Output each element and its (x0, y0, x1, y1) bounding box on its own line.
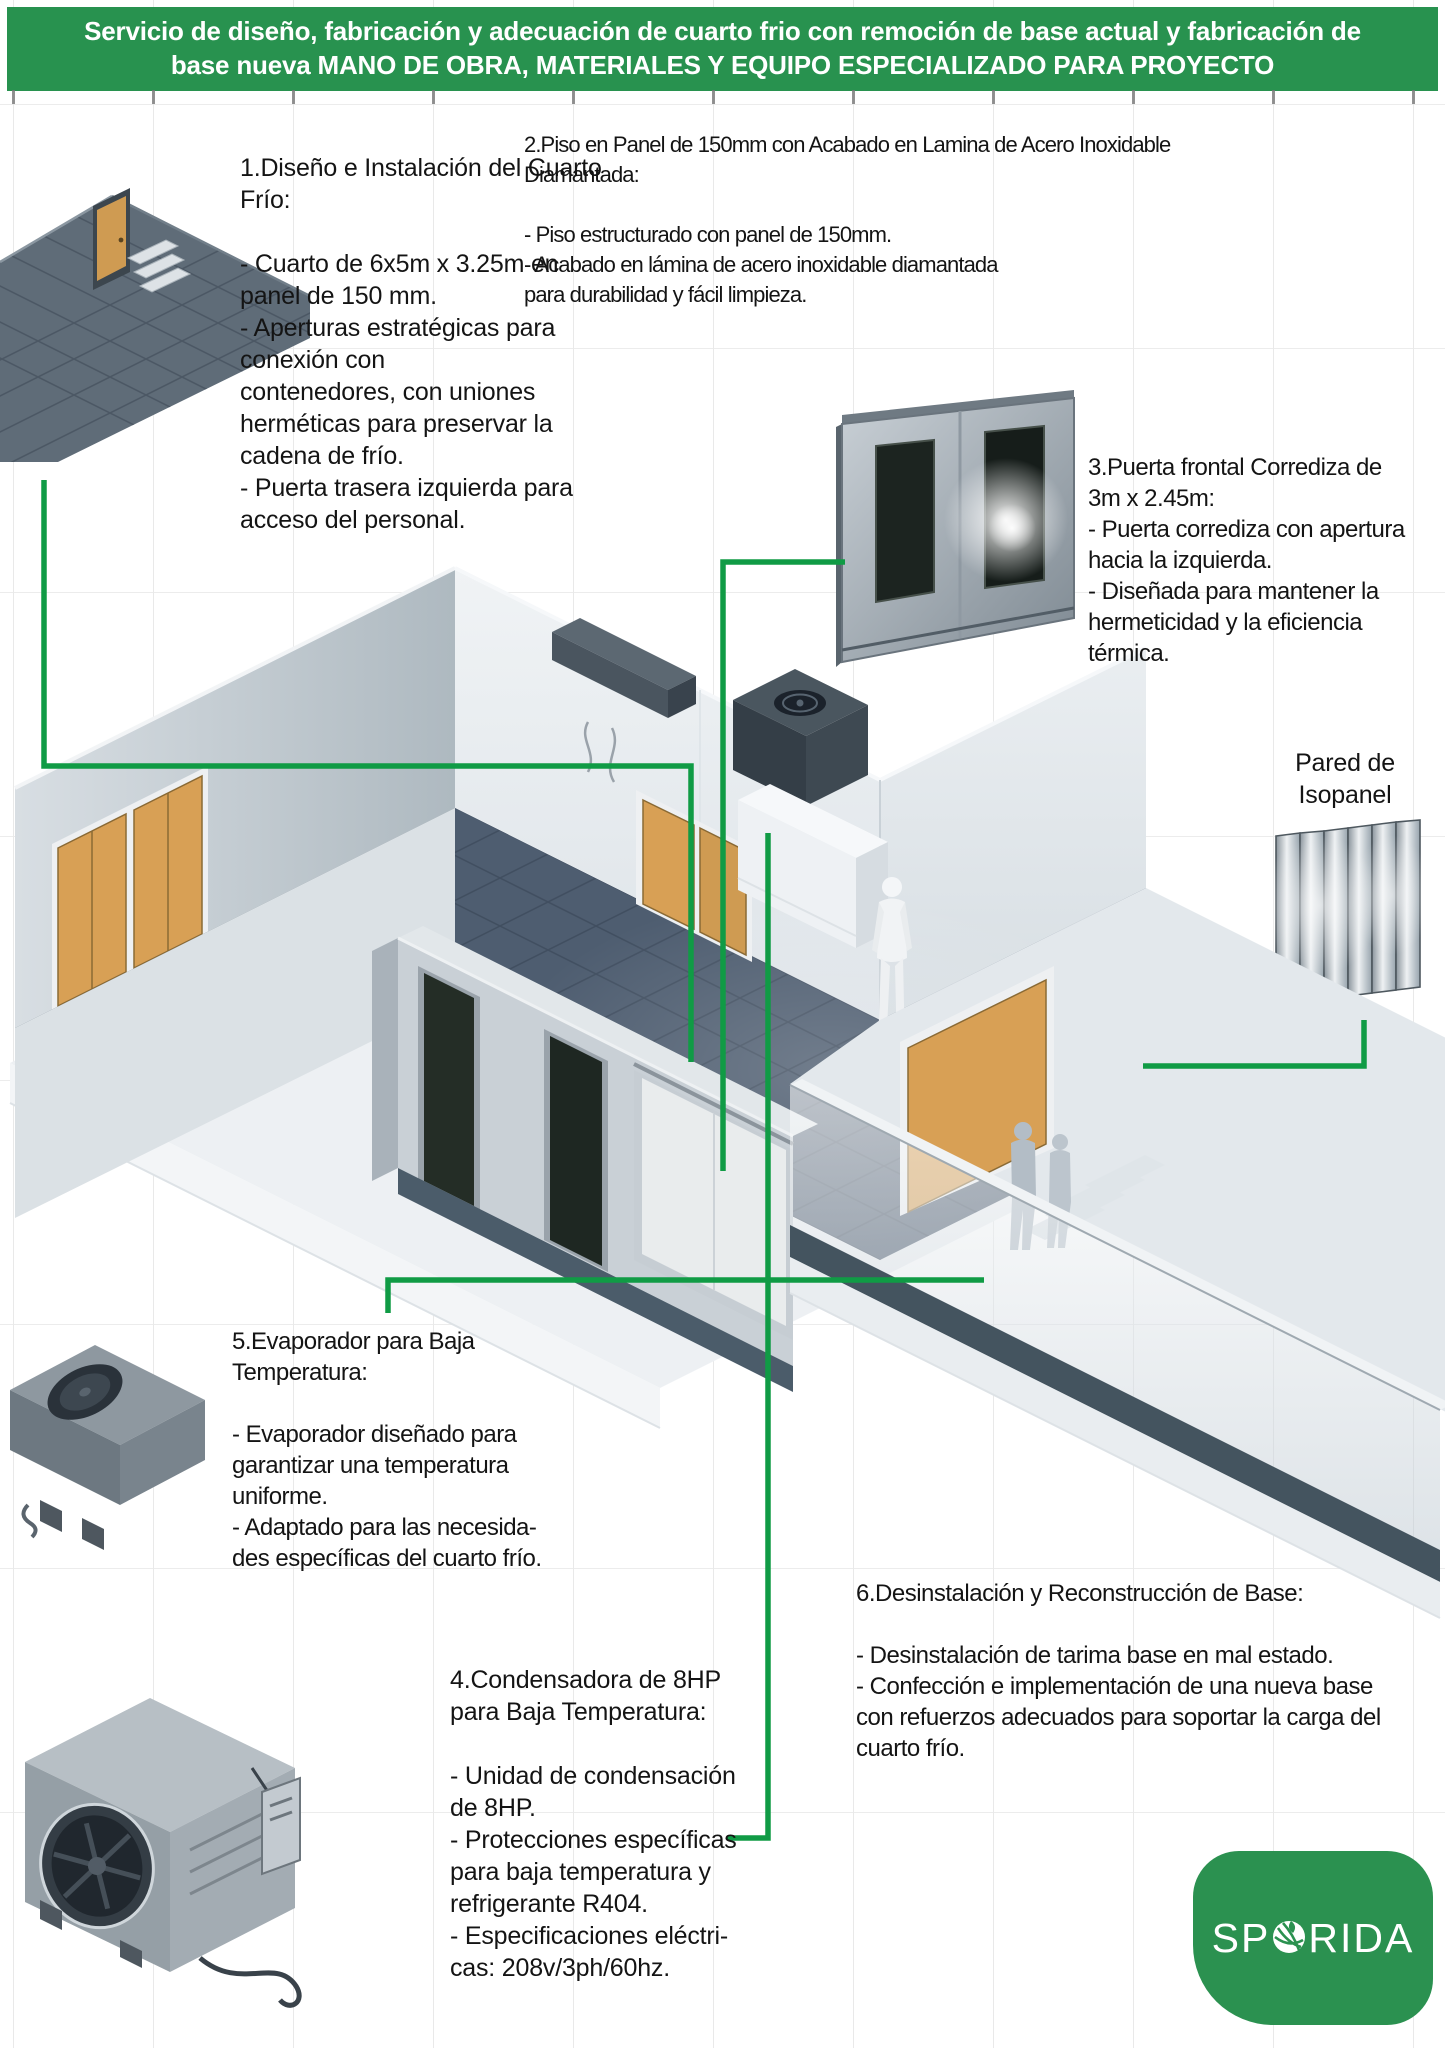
section-5-evaporator-text: 5.Evaporador para Baja Temperatura: - Ev… (232, 1328, 542, 1572)
section-1-design-text: 1.Diseño e Instalación del Cuarto Frío: … (240, 154, 602, 534)
banner-line-1: Servicio de diseño, fabricación y adecua… (84, 16, 1361, 46)
section-6-base-text: 6.Desinstalación y Reconstrucción de Bas… (856, 1580, 1381, 1762)
rear-door-icon (97, 196, 126, 281)
dark-door-panel-right (550, 1036, 602, 1266)
cold-room-render (9, 566, 1445, 1619)
condenser-fan-icon (39, 1802, 155, 1930)
isopanel-illustration (1260, 819, 1432, 1003)
sliding-door-illustration (836, 390, 1075, 667)
evaporator-illustration (10, 1345, 205, 1550)
section-3-door-text: 3.Puerta frontal Corrediza de 3m x 2.45m… (1088, 454, 1405, 667)
grid-ticks (12, 90, 1415, 104)
right-wing (789, 888, 1445, 1619)
power-cable (198, 1956, 302, 2008)
logo-text-left: SP (1211, 1914, 1271, 1961)
isopanel-wall-label: Pared de Isopanel (1295, 749, 1395, 809)
steps-icon (126, 239, 192, 293)
connector-isopanel (1143, 1020, 1367, 1069)
section-4-condenser-text: 4.Condensadora de 8HP para Baja Temperat… (450, 1666, 737, 1982)
sporida-logo: SP RIDA (1193, 1851, 1433, 2025)
evaporator-fan-icon (47, 1364, 123, 1420)
globe-icon (1271, 1918, 1307, 1965)
dark-door-panel-left (424, 973, 474, 1206)
banner-line-2: base nueva MANO DE OBRA, MATERIALES Y EQ… (170, 50, 1275, 80)
rooftop-unit (733, 669, 868, 806)
controller-box (261, 1776, 301, 1876)
title-banner: Servicio de diseño, fabricación y adecua… (7, 7, 1438, 91)
floor-panel-illustration (0, 188, 311, 462)
front-room (372, 926, 818, 1392)
wing-glass-wall (790, 1085, 1440, 1580)
callout-connectors (41, 480, 1367, 1841)
wing-plinth (790, 1225, 1440, 1582)
logo-text-right: RIDA (1308, 1914, 1415, 1961)
condenser-illustration (25, 1698, 302, 2008)
connector-evaporator (385, 1277, 984, 1313)
evaporator-cable-2 (608, 727, 617, 783)
connector-condenser (727, 833, 771, 1841)
door-leaf-dark-left (875, 438, 935, 604)
section-2-floor-text: 2.Piso en Panel de 150mm con Acabado en … (524, 132, 1171, 307)
connector-floor-illustration (41, 480, 694, 1062)
ceiling-evaporator (552, 618, 696, 783)
connector-sliding-door (720, 559, 845, 1171)
